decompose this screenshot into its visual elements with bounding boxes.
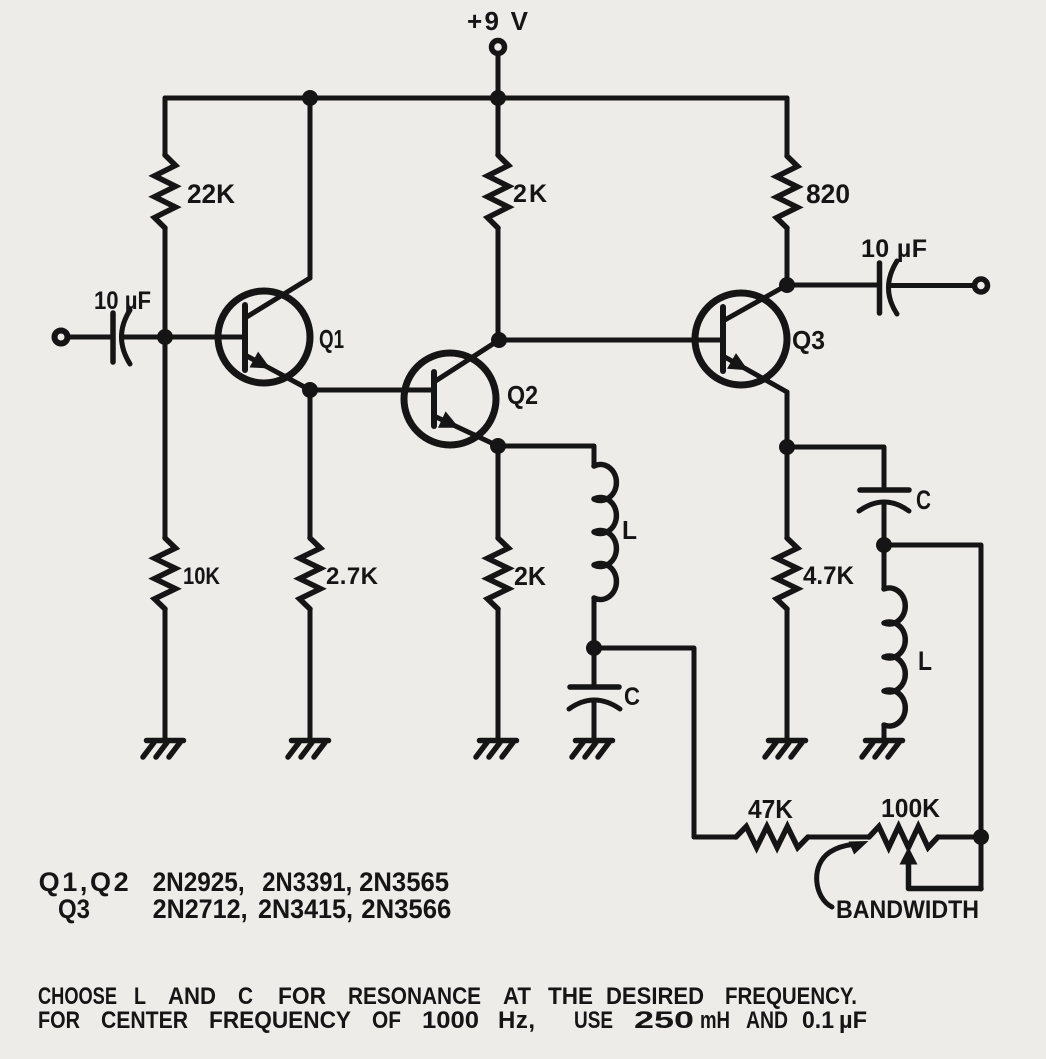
svg-text:+9 V: +9 V (467, 6, 529, 36)
svg-text:2N3415,: 2N3415, (258, 894, 353, 924)
svg-text:2.7K: 2.7K (326, 563, 379, 590)
svg-text:Q1: Q1 (319, 324, 344, 354)
svg-text:mH: mH (700, 1007, 730, 1034)
svg-text:L: L (622, 515, 637, 545)
svg-text:2N3566: 2N3566 (361, 894, 451, 924)
svg-text:2K: 2K (514, 561, 546, 591)
svg-text:47K: 47K (748, 794, 793, 824)
svg-text:THE: THE (548, 983, 593, 1010)
svg-text:DESIRED: DESIRED (606, 983, 704, 1010)
svg-text:100K: 100K (881, 793, 940, 823)
svg-text:L: L (918, 646, 932, 676)
svg-text:Q2: Q2 (507, 380, 538, 410)
svg-text:820: 820 (806, 179, 850, 209)
svg-text:C: C (624, 683, 640, 711)
svg-text:1000: 1000 (422, 1007, 479, 1034)
svg-text:BANDWIDTH: BANDWIDTH (836, 896, 979, 924)
svg-text:Q3: Q3 (58, 894, 90, 924)
svg-text:Hz,: Hz, (498, 1007, 535, 1034)
svg-text:OF: OF (372, 1007, 401, 1034)
svg-text:2N2925,: 2N2925, (153, 867, 245, 897)
svg-text:FREQUENCY: FREQUENCY (209, 1007, 351, 1034)
svg-text:AND: AND (168, 983, 216, 1010)
svg-text:2N3565: 2N3565 (359, 867, 449, 897)
svg-text:Q3: Q3 (792, 325, 825, 355)
svg-text:µF: µF (839, 1007, 867, 1034)
svg-text:C: C (916, 485, 931, 515)
svg-text:C: C (238, 983, 253, 1010)
svg-text:RESONANCE: RESONANCE (348, 983, 481, 1010)
svg-text:FREQUENCY.: FREQUENCY. (725, 983, 857, 1010)
svg-text:10 µF: 10 µF (94, 287, 151, 315)
svg-text:2N2712,: 2N2712, (153, 894, 248, 924)
svg-text:0.1: 0.1 (802, 1007, 834, 1034)
svg-text:USE: USE (574, 1007, 613, 1034)
svg-text:22K: 22K (187, 179, 235, 209)
svg-text:250: 250 (634, 1007, 694, 1034)
svg-text:CENTER: CENTER (101, 1007, 188, 1034)
svg-text:AND: AND (746, 1007, 788, 1034)
svg-text:AT: AT (503, 983, 531, 1010)
svg-text:Q1,Q2: Q1,Q2 (39, 867, 129, 897)
svg-text:10 µF: 10 µF (861, 235, 927, 263)
svg-text:FOR: FOR (278, 983, 326, 1010)
svg-text:4.7K: 4.7K (803, 562, 854, 590)
svg-text:FOR: FOR (38, 1007, 80, 1034)
svg-text:CHOOSE: CHOOSE (38, 983, 117, 1010)
svg-text:L: L (134, 983, 146, 1010)
svg-text:2N3391,: 2N3391, (262, 867, 352, 897)
svg-text:10K: 10K (183, 563, 221, 590)
svg-text:2K: 2K (513, 180, 547, 208)
